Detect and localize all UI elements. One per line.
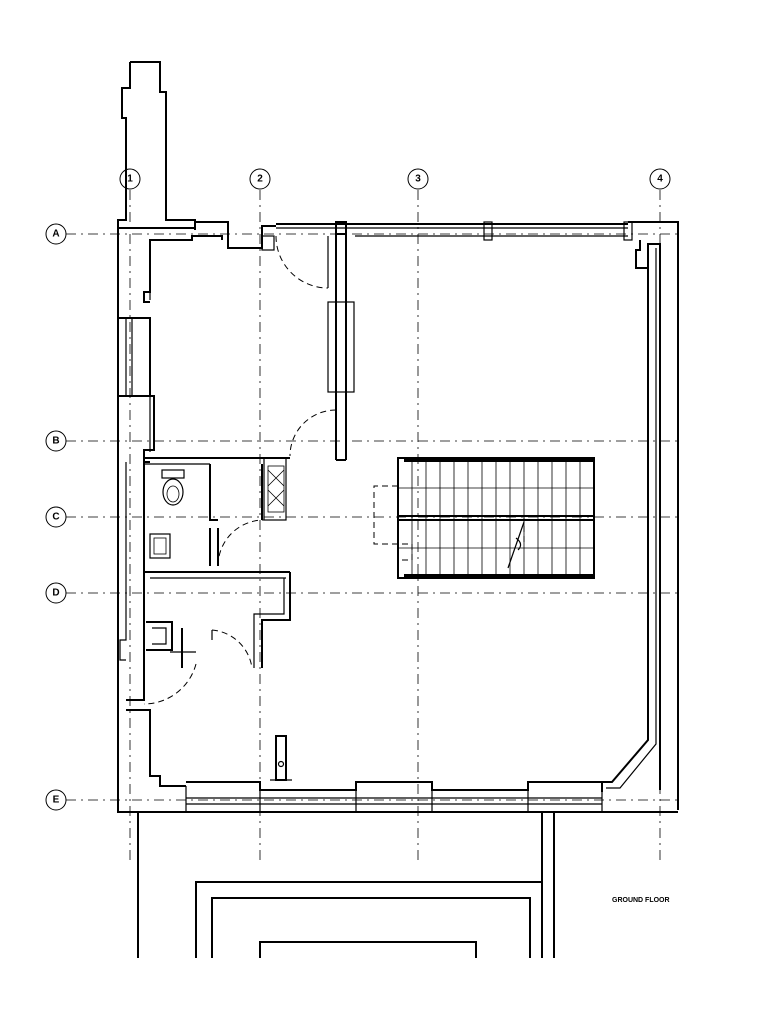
- grid-bubble-row-c: C: [45, 506, 67, 528]
- drawing-title: GROUND FLOOR: [612, 897, 670, 904]
- grid-bubble-row-b: B: [45, 430, 67, 452]
- grid-label-row-d: D: [52, 588, 59, 599]
- central-partition: [289, 221, 355, 461]
- grid-bubble-col-1: 1: [119, 168, 141, 190]
- grid-label-col-2: 2: [257, 174, 263, 185]
- grid-bubble-col-4: 4: [649, 168, 671, 190]
- top-window-mullions: [483, 221, 633, 241]
- staircase: [373, 457, 595, 579]
- grid-bubble-row-e: E: [45, 789, 67, 811]
- sink-fixture: [149, 533, 171, 559]
- grid-label-col-4: 4: [657, 174, 663, 185]
- shower-tray-hatch: [267, 465, 285, 513]
- wc-room: [144, 457, 290, 579]
- grid-bubble-col-3: 3: [407, 168, 429, 190]
- grid-label-row-e: E: [53, 795, 60, 806]
- grid-label-row-a: A: [52, 229, 59, 240]
- grid-lines: [66, 190, 680, 865]
- grid-bubble-row-a: A: [45, 223, 67, 245]
- column-post: [270, 735, 292, 781]
- exterior-walls: [117, 221, 679, 813]
- grid-bubble-row-d: D: [45, 582, 67, 604]
- rear-yard-outline: [137, 812, 555, 958]
- grid-label-col-3: 3: [415, 174, 421, 185]
- grid-bubble-col-2: 2: [249, 168, 271, 190]
- left-wall-inner: [143, 246, 151, 770]
- chimney-stack: [117, 61, 196, 230]
- front-entrance-door: [261, 235, 329, 289]
- grid-label-row-c: C: [52, 512, 59, 523]
- toilet-fixture: [161, 469, 185, 506]
- grid-label-row-b: B: [52, 436, 59, 447]
- vestibule-room: [143, 572, 291, 705]
- grid-label-col-1: 1: [127, 174, 133, 185]
